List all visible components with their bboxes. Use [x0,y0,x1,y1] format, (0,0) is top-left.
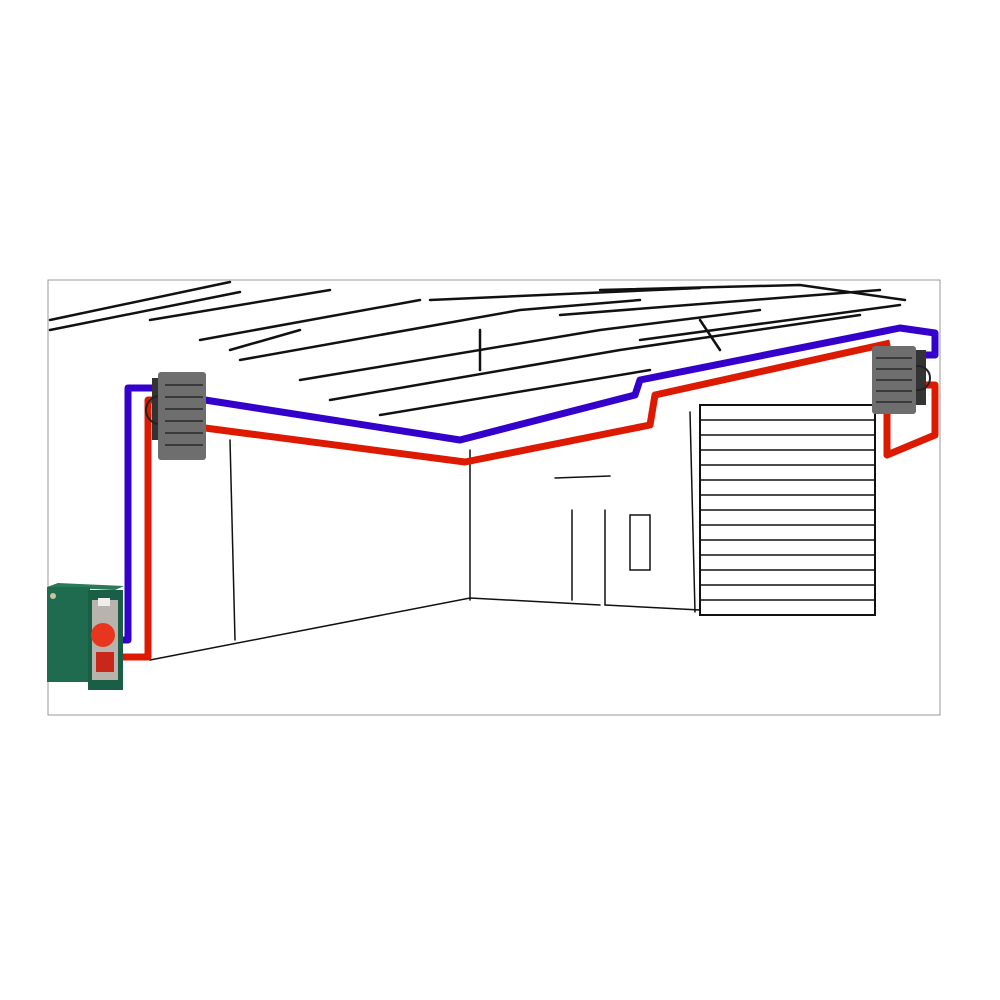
roller-shutter-door [699,404,876,616]
unit-heater-right [872,346,931,414]
boiler [47,583,124,690]
return-pipe [122,324,939,644]
unit-heater-left [145,372,206,460]
warehouse-sketch [47,279,941,716]
